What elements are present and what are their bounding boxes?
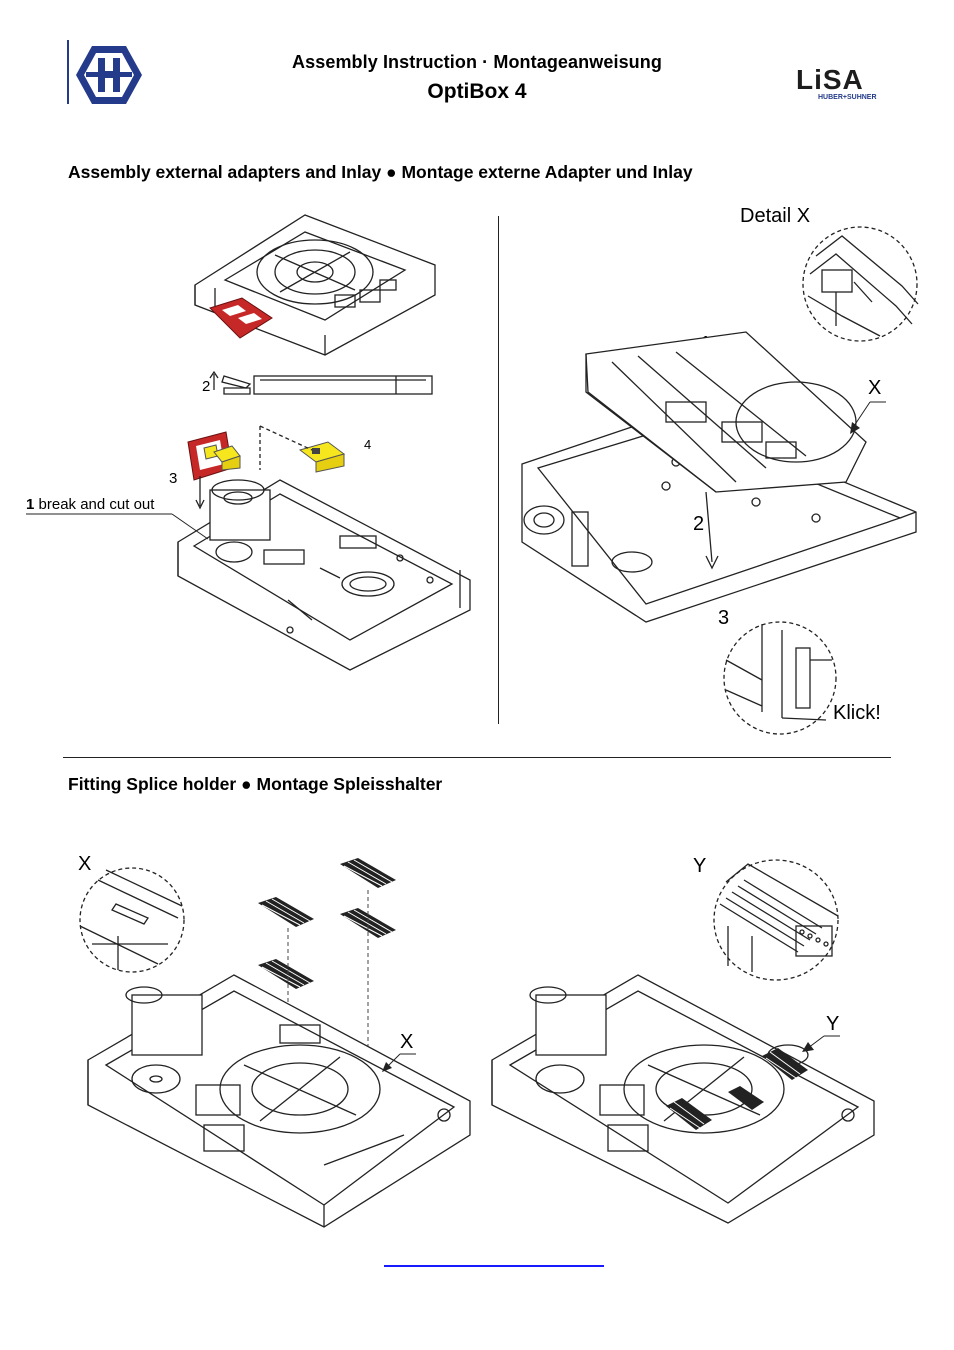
installed-splice-holder-3 [728, 1086, 764, 1110]
footer-link-underline[interactable] [384, 1265, 604, 1267]
red-adapter-frame-top [209, 297, 273, 339]
assembly-dash-guides [195, 425, 313, 510]
huber-suhner-logo [76, 46, 142, 104]
splice-holder-1 [258, 897, 314, 927]
x-marker-splice-label: X [400, 1031, 414, 1053]
step1-annotation: 1 break and cut out [26, 496, 154, 513]
installed-splice-holder-2 [666, 1098, 712, 1130]
optibox-base-left [177, 479, 471, 671]
installed-splice-holder-1 [762, 1048, 808, 1080]
lisa-logo-text: LiSA [796, 64, 864, 95]
splice-holder-2 [340, 858, 396, 888]
document-title: Assembly Instruction · Montageanweisung [292, 52, 662, 72]
section1-vertical-divider [498, 216, 499, 724]
product-name: OptiBox 4 [427, 80, 527, 103]
x-marker-leader [850, 401, 886, 434]
yellow-adapter-far [298, 441, 346, 473]
section-divider [63, 757, 891, 758]
optibox-inlay-insertion [521, 331, 917, 623]
klick-label: Klick! [833, 702, 881, 724]
step3-label-left: 3 [169, 470, 178, 487]
splice-holder-guides [287, 890, 369, 1070]
step1-leader-line [26, 513, 209, 540]
x-marker-label: X [868, 377, 882, 399]
step1-number: 1 [26, 496, 35, 513]
inlay-side-profile [209, 370, 433, 395]
x-marker-splice-leader [382, 1053, 416, 1072]
header-divider-left [67, 40, 69, 104]
splice-holder-4 [258, 959, 314, 989]
y-marker-label: Y [826, 1013, 840, 1035]
section2-heading: Fitting Splice holder ● Montage Spleissh… [68, 774, 443, 794]
step1-text: break and cut out [34, 496, 155, 513]
lisa-logo-subtext: HUBER+SUHNER [818, 94, 877, 101]
y-marker-leader [802, 1035, 840, 1052]
red-adapter-frame [187, 431, 233, 481]
y-detail-circle [713, 859, 839, 981]
step4-label-left: 4 [364, 437, 372, 452]
x-detail-circle [79, 867, 185, 973]
klick-detail-circle [723, 621, 837, 735]
step2-label-right: 2 [693, 513, 705, 535]
step3-label-right: 3 [718, 607, 730, 629]
x-detail-label: X [78, 853, 92, 875]
detail-x-label: Detail X [740, 205, 811, 227]
optibox-base-splice-left [87, 974, 471, 1228]
lisa-logo: LiSA HUBER+SUHNER [796, 66, 886, 106]
section1-heading: Assembly external adapters and Inlay ● M… [68, 162, 693, 182]
detail-x-circle [802, 226, 919, 342]
step2-label-left: 2 [202, 378, 211, 395]
y-detail-label: Y [693, 855, 707, 877]
splice-holder-3 [340, 908, 396, 938]
yellow-adapter-near [213, 445, 241, 471]
